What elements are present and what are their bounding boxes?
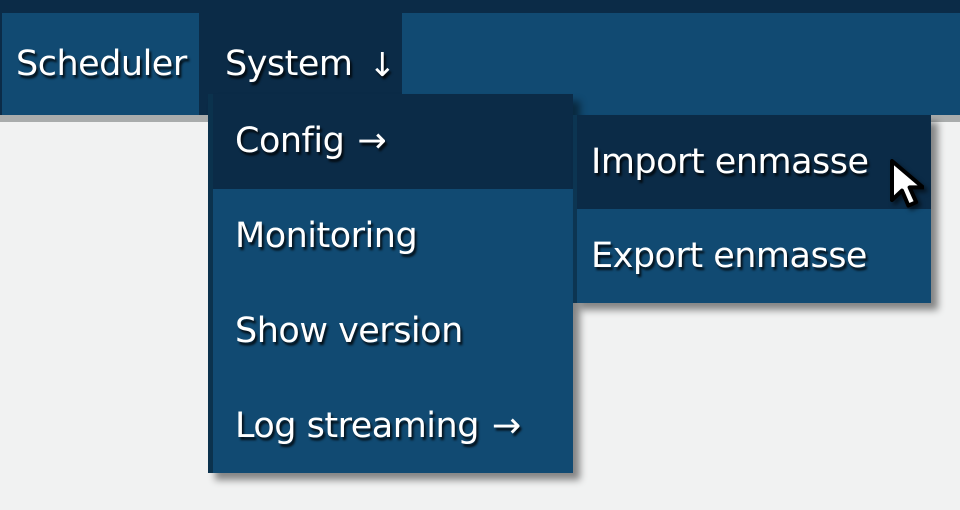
- submenu-arrow-icon: →: [357, 121, 387, 162]
- menu-item-config-label: Config: [235, 121, 345, 162]
- menu-item-show-version-label: Show version: [235, 310, 463, 351]
- mouse-cursor-icon: [890, 159, 924, 208]
- submenu-arrow-icon: →: [491, 405, 521, 446]
- menubar-item-scheduler-label: Scheduler: [16, 44, 187, 84]
- menu-item-import-enmasse-label: Import enmasse: [591, 142, 869, 182]
- menu-item-export-enmasse[interactable]: Export enmasse: [577, 209, 931, 303]
- menu-item-export-enmasse-label: Export enmasse: [591, 236, 867, 276]
- system-menu: Config → Monitoring Show version Log str…: [208, 94, 573, 473]
- config-submenu: Import enmasse Export enmasse: [573, 115, 931, 303]
- menu-item-monitoring[interactable]: Monitoring: [213, 189, 573, 284]
- menu-item-import-enmasse[interactable]: Import enmasse: [577, 115, 931, 209]
- menubar-item-system-label: System: [225, 44, 353, 84]
- menu-item-log-streaming[interactable]: Log streaming →: [213, 378, 573, 473]
- menu-item-monitoring-label: Monitoring: [235, 216, 418, 257]
- menu-item-config[interactable]: Config →: [213, 94, 573, 189]
- menubar-item-scheduler[interactable]: Scheduler: [2, 13, 199, 115]
- menubar: Scheduler System ↓: [0, 0, 960, 115]
- menu-item-log-streaming-label: Log streaming: [235, 405, 479, 446]
- chevron-down-icon: ↓: [368, 44, 397, 84]
- menu-item-show-version[interactable]: Show version: [213, 284, 573, 379]
